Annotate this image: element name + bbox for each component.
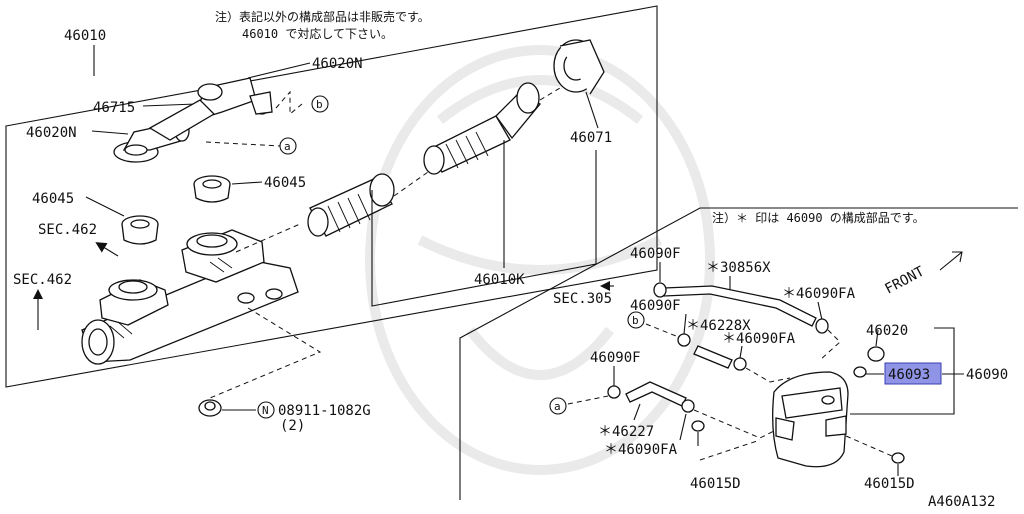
label-46015d-left: 46015D [690, 476, 741, 492]
pipe-46228x [677, 333, 747, 371]
upper-panel: 注）表記以外の構成部品は非販売です。 46010 で対応して下さい。 46010… [5, 5, 658, 399]
boot-46071 [553, 39, 605, 95]
bolt-prefix: N [262, 404, 269, 417]
label-46090f-c: 46090F [590, 350, 641, 366]
label-46090f-a: 46090F [630, 246, 681, 262]
label-sec305: SEC.305 [553, 291, 612, 307]
upper-note-line1: 注）表記以外の構成部品は非販売です。 [215, 9, 430, 24]
upper-note-line2: 46010 で対応して下さい。 [242, 27, 393, 41]
grommet-46045-left [121, 215, 159, 245]
label-46093: 46093 [888, 367, 930, 383]
label-46020: 46020 [866, 323, 908, 339]
label-46071: 46071 [570, 130, 612, 146]
label-46045-left: 46045 [32, 191, 74, 207]
label-08911-1082g: 08911-1082G [278, 403, 371, 419]
watermark-emblem [365, 45, 715, 475]
connector-46020n-top [195, 77, 273, 121]
bolt-08911: N 08911-1082G (2) [198, 399, 371, 434]
ref-b-lower: b [632, 314, 639, 327]
label-bolt-qty: (2) [280, 418, 305, 434]
label-sec462-a: SEC.462 [38, 222, 97, 238]
label-sec462-b: SEC.462 [13, 272, 72, 288]
label-46090f-b: 46090F [630, 298, 681, 314]
label-30856x: ＊30856X [706, 260, 771, 276]
master-cylinder-body [81, 229, 299, 365]
label-46010: 46010 [64, 28, 106, 44]
label-46090fa-b: ＊46090FA [722, 331, 796, 347]
diagram-id: A460A132 [928, 494, 995, 510]
ref-a-upper: a [284, 140, 291, 153]
label-46228x: ＊46228X [686, 318, 751, 334]
label-46045-mid: 46045 [264, 175, 306, 191]
clip-46015d-right [845, 435, 905, 476]
filter-46093 [853, 366, 884, 378]
front-arrow [939, 251, 963, 271]
label-46020n-top: 46020N [312, 56, 363, 72]
label-46090fa-c: ＊46090FA [604, 442, 678, 458]
front-label: FRONT [882, 263, 927, 297]
pipe-46715 [148, 99, 216, 141]
reservoir-tank-46090 [772, 371, 849, 468]
grommet-46045-mid [193, 175, 231, 203]
label-46020n-left: 46020N [26, 125, 77, 141]
hose-30856x [653, 282, 829, 334]
ref-a-lower: a [554, 400, 561, 413]
lower-note: 注）＊ 印は 46090 の構成部品です。 [712, 210, 925, 225]
label-46715: 46715 [93, 100, 135, 116]
upper-panel-frame [5, 5, 658, 388]
label-46090: 46090 [966, 367, 1008, 383]
lower-panel: 注）＊ 印は 46090 の構成部品です。 FRONT 46090F ＊3085… [459, 207, 1018, 510]
hose-46227 [607, 381, 695, 413]
ref-b-upper: b [316, 98, 323, 111]
label-46090fa-a: ＊46090FA [782, 286, 856, 302]
cap-46020 [867, 346, 885, 362]
label-46015d-right: 46015D [864, 476, 915, 492]
highlight-46093 [884, 362, 942, 385]
label-46227: ＊46227 [598, 424, 654, 440]
clip-46015d-left [691, 420, 705, 446]
